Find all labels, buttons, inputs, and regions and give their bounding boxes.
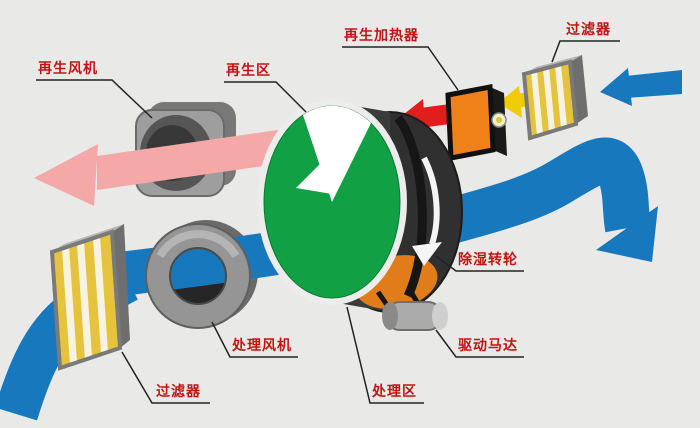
filter-top-right: [521, 55, 588, 141]
filter-tr-pleat: [555, 64, 567, 128]
drive-motor: [375, 288, 448, 331]
filter-bl-pleat: [93, 236, 108, 354]
filter-bottom-left: [49, 224, 130, 371]
regen-inlet-band: [626, 70, 682, 98]
label-filter-bottom: 过滤器: [156, 383, 201, 399]
label-wheel: 除湿转轮: [458, 251, 518, 267]
label-regen-zone: 再生区: [226, 62, 271, 78]
heater-indicator-dot: [496, 117, 502, 123]
regen-heater: [445, 84, 507, 161]
leader-regen-heater: [342, 46, 459, 91]
leader-filter-top: [551, 40, 620, 63]
heater-front-face: [445, 84, 496, 161]
label-regen-heater: 再生加热器: [344, 27, 419, 43]
leader-drive-motor: [435, 329, 524, 358]
wheel-regen-sector: [303, 105, 371, 202]
label-filter-top: 过滤器: [566, 21, 611, 37]
label-regen-fan: 再生风机: [38, 60, 98, 76]
heated-air-arrowhead: [498, 86, 522, 118]
drive-belt: [394, 115, 427, 298]
process-fan-highlight: [156, 230, 240, 259]
motor-right-cap: [432, 302, 448, 330]
process-air-outlet-band: [394, 137, 651, 258]
regen-exhaust-arrowhead: [34, 144, 98, 206]
process-fan-inner-edge: [169, 247, 227, 305]
process-fan: [145, 223, 251, 329]
leader-filter-bottom: [121, 351, 210, 404]
regen-exhaust-arrow: [34, 126, 305, 206]
leader-process-zone: [346, 306, 424, 404]
filter-tr-pleat: [531, 71, 543, 136]
desiccant-wheel: [257, 99, 463, 313]
hot-air-band: [420, 104, 450, 128]
label-process-zone: 处理区: [372, 383, 417, 399]
regen-flow-arrowhead: [296, 158, 332, 194]
filter-bl-pleat: [77, 241, 92, 360]
filter-tr-pleat: [543, 67, 555, 132]
wheel-rotation-arrowhead: [412, 242, 442, 266]
leader-process-fan: [211, 321, 298, 358]
filter-tr-frame: [521, 59, 579, 141]
motor-left-cap: [382, 302, 398, 330]
filter-bl-side-face: [112, 224, 130, 348]
wheel-rotation-arc: [421, 156, 440, 245]
leader-lines: [36, 40, 620, 404]
leader-wheel: [435, 255, 524, 272]
regen-inlet-arrowhead: [600, 68, 632, 106]
filter-bl-pleat: [62, 246, 77, 365]
label-process-fan: 处理风机: [232, 337, 292, 353]
leader-regen-fan: [36, 79, 153, 119]
filter-bl-frame: [49, 229, 123, 371]
leader-regen-zone: [224, 81, 307, 113]
process-air-outlet-arrow: [394, 137, 658, 262]
label-drive-motor: 驱动马达: [458, 337, 518, 353]
regen-air-inlet-arrow: [600, 68, 682, 106]
process-fan-outer-edge: [145, 223, 251, 329]
regen-exhaust-band: [97, 126, 305, 190]
process-air-outlet-arrowhead: [596, 206, 658, 262]
